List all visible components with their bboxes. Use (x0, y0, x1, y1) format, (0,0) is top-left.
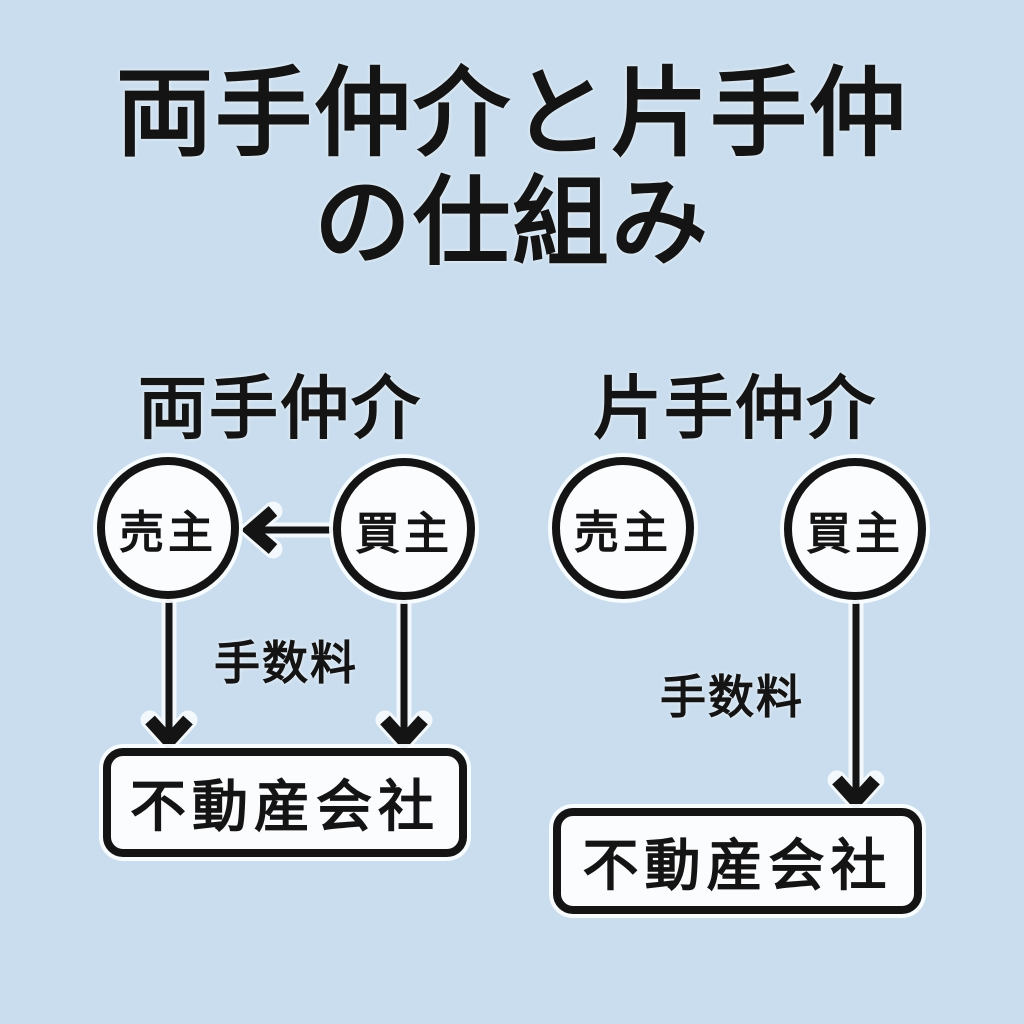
right-fee-label: 手数料 (660, 671, 804, 723)
right-buyer-label: 買主 (805, 507, 904, 559)
left-seller-label: 売主 (118, 506, 217, 558)
section-heading-single-agency: 片手仲介 (593, 370, 877, 447)
right-company-label: 不動産会社 (582, 833, 893, 897)
left-company-label: 不動産会社 (130, 775, 440, 838)
section-heading-dual-agency: 両手仲介 (138, 370, 422, 447)
left-seller-node: 売主 (97, 457, 239, 599)
left-buyer-label: 買主 (354, 507, 453, 559)
diagram-title-line1: 両手仲介と片手仲 (116, 59, 908, 168)
diagram-title-line2: の仕組み (314, 167, 710, 277)
arrow-right-buyer-fee-down-icon (827, 593, 885, 811)
right-seller-label: 売主 (573, 506, 672, 558)
right-seller-node: 売主 (552, 457, 694, 599)
right-buyer-node: 買主 (784, 458, 926, 600)
diagram-title: 両手仲介と片手仲 の仕組み (0, 59, 1024, 277)
left-company-node: 不動産会社 (103, 748, 467, 857)
left-buyer-node: 買主 (333, 458, 475, 600)
left-fee-label: 手数料 (214, 637, 358, 689)
arrow-buyer-to-seller-icon (241, 501, 342, 559)
right-company-node: 不動産会社 (553, 808, 922, 914)
